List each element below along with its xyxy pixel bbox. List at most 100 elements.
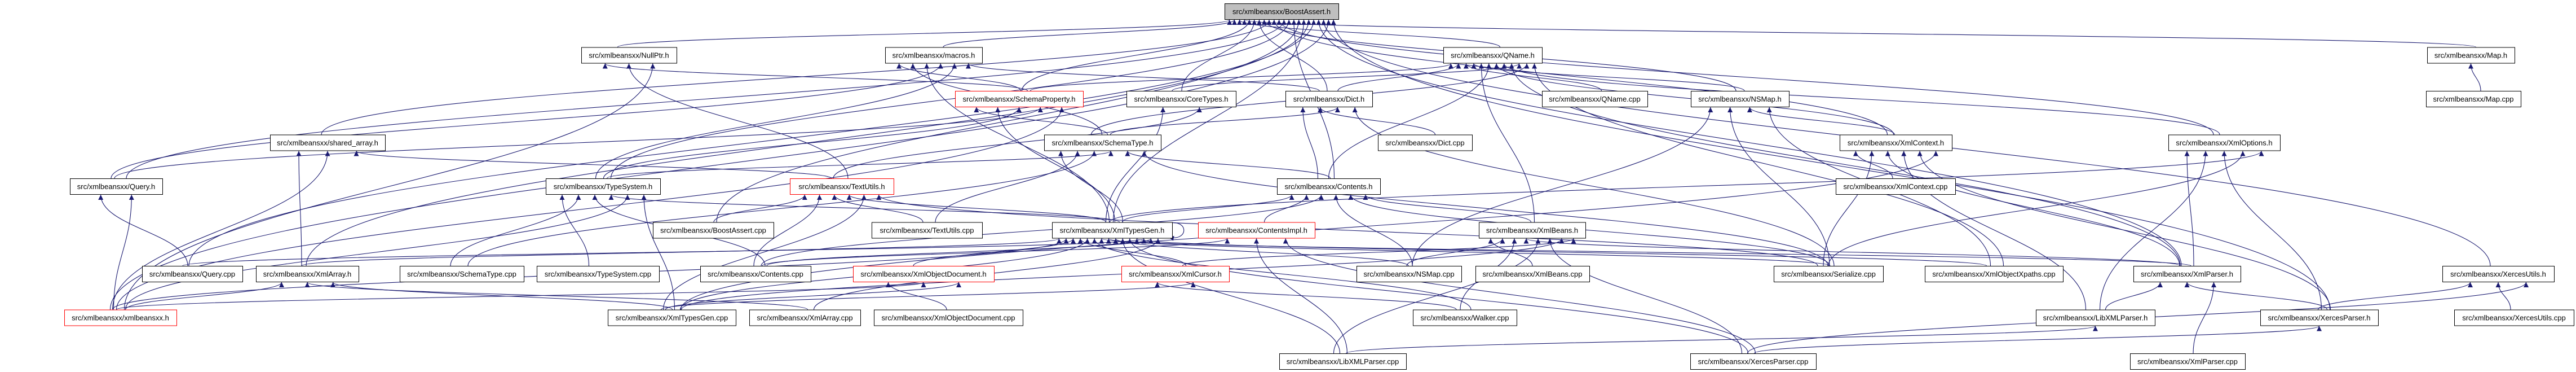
node-map-h[interactable]: src/xmlbeansxx/Map.h [2427, 47, 2515, 64]
node-xmltypesgen-h[interactable]: src/xmlbeansxx/XmlTypesGen.h [1052, 222, 1173, 239]
edge-dict-cpp-to-dict-h [1318, 107, 1436, 135]
edge-contents-h-to-dict-h [1300, 107, 1319, 179]
node-xmlobjectdocument-h[interactable]: src/xmlbeansxx/XmlObjectDocument.h [853, 266, 995, 282]
node-box [1836, 178, 1956, 195]
edge-nsmap-cpp-to-contents-h [1333, 194, 1413, 266]
edge-query-h-to-macros-h [111, 63, 943, 179]
edge-xercesparser-h-to-xercesutils-h [2317, 282, 2473, 310]
edge-contents-cpp-to-textutils-h [753, 194, 823, 266]
node-box [1475, 266, 1590, 282]
node-xercesparser-h[interactable]: src/xmlbeansxx/XercesParser.h [2260, 309, 2379, 326]
node-box [749, 309, 861, 326]
node-label: src/xmlbeansxx/CoreTypes.h [1134, 95, 1229, 103]
node-boostassert-cpp[interactable]: src/xmlbeansxx/BoostAssert.cpp [653, 222, 774, 239]
node-xmlcontext-cpp[interactable]: src/xmlbeansxx/XmlContext.cpp [1836, 178, 1956, 195]
node-xmlbeansxx-h[interactable]: src/xmlbeansxx/xmlbeansxx.h [64, 309, 177, 326]
edge-serialize-cpp-to-schematype-h [1142, 151, 1828, 266]
node-contentsimpl-h[interactable]: src/xmlbeansxx/ContentsImpl.h [1198, 222, 1315, 239]
node-box [546, 178, 661, 195]
edges-layer [98, 19, 2529, 354]
node-label: src/xmlbeansxx/XercesUtils.cpp [2462, 314, 2566, 322]
edge-typesystem-h-to-boostassert-h [610, 19, 1292, 179]
node-shared-array-h[interactable]: src/xmlbeansxx/shared_array.h [270, 134, 386, 151]
node-coretypes-h[interactable]: src/xmlbeansxx/CoreTypes.h [1126, 91, 1236, 107]
node-label: src/xmlbeansxx/TextUtils.h [798, 182, 885, 191]
node-label: src/xmlbeansxx/XmlObjectXpaths.cpp [1932, 270, 2055, 278]
node-xmlparser-h[interactable]: src/xmlbeansxx/XmlParser.h [2133, 266, 2241, 282]
edge-schematype-h-to-dict-h [1110, 107, 1340, 135]
node-macros-h[interactable]: src/xmlbeansxx/macros.h [885, 47, 983, 64]
node-contents-h[interactable]: src/xmlbeansxx/Contents.h [1277, 178, 1381, 195]
node-xmlcontext-h[interactable]: src/xmlbeansxx/XmlContext.h [1840, 134, 1952, 151]
node-typesystem-cpp[interactable]: src/xmlbeansxx/TypeSystem.cpp [537, 266, 660, 282]
node-libxmlparser-cpp[interactable]: src/xmlbeansxx/LibXMLParser.cpp [1279, 353, 1407, 370]
node-nullptr-h[interactable]: src/xmlbeansxx/NullPtr.h [581, 47, 677, 64]
node-label: src/xmlbeansxx/XmlParser.cpp [2137, 357, 2238, 366]
node-box [853, 266, 995, 282]
node-typesystem-h[interactable]: src/xmlbeansxx/TypeSystem.h [546, 178, 661, 195]
node-label: src/xmlbeansxx/XmlBeans.cpp [1482, 270, 1582, 278]
node-textutils-cpp[interactable]: src/xmlbeansxx/TextUtils.cpp [872, 222, 983, 239]
node-schematype-cpp[interactable]: src/xmlbeansxx/SchemaType.cpp [400, 266, 524, 282]
edge-typesystem-cpp-to-typesystem-h [559, 194, 590, 266]
edge-xmlcontext-cpp-to-xmlcontext-h [1853, 151, 1893, 179]
node-nsmap-cpp[interactable]: src/xmlbeansxx/NSMap.cpp [1357, 266, 1462, 282]
node-box [700, 266, 811, 282]
edge-schematype-h-to-schemaproperty-h [974, 107, 1108, 135]
node-xmltypesgen-cpp[interactable]: src/xmlbeansxx/XmlTypesGen.cpp [608, 309, 736, 326]
edge-xmltypesgen-cpp-to-xmlobjectdocument-h [665, 282, 961, 310]
edge-xmlbeansxx-h-to-xmlobjectdocument-h [116, 282, 926, 310]
node-schemaproperty-h[interactable]: src/xmlbeansxx/SchemaProperty.h [955, 91, 1084, 107]
node-label: src/xmlbeansxx/XmlTypesGen.h [1060, 226, 1165, 235]
node-box [537, 266, 660, 282]
node-xmlparser-cpp[interactable]: src/xmlbeansxx/XmlParser.cpp [2130, 353, 2246, 370]
node-map-cpp[interactable]: src/xmlbeansxx/Map.cpp [2426, 91, 2521, 107]
node-xercesparser-cpp[interactable]: src/xmlbeansxx/XercesParser.cpp [1690, 353, 1817, 370]
node-dict-cpp[interactable]: src/xmlbeansxx/Dict.cpp [1378, 134, 1473, 151]
edge-xmlcontext-h-to-boostassert-h [1271, 19, 1888, 135]
node-boostassert-h[interactable]: src/xmlbeansxx/BoostAssert.h [1225, 3, 1339, 20]
node-label: src/xmlbeansxx/TypeSystem.cpp [545, 270, 651, 278]
node-query-cpp[interactable]: src/xmlbeansxx/Query.cpp [142, 266, 243, 282]
edge-textutils-h-to-coretypes-h [833, 107, 1202, 179]
node-box [1413, 309, 1517, 326]
node-label: src/xmlbeansxx/XercesParser.cpp [1698, 357, 1809, 366]
node-serialize-cpp[interactable]: src/xmlbeansxx/Serialize.cpp [1774, 266, 1884, 282]
node-xmlbeans-h[interactable]: src/xmlbeansxx/XmlBeans.h [1479, 222, 1586, 239]
edge-nullptr-h-to-boostassert-h [617, 19, 1232, 47]
node-xmlarray-h[interactable]: src/xmlbeansxx/XmlArray.h [256, 266, 359, 282]
edge-xmlbeans-cpp-to-xmlbeans-h [1488, 238, 1533, 266]
node-xmloptions-h[interactable]: src/xmlbeansxx/XmlOptions.h [2168, 134, 2281, 151]
node-xmlbeans-cpp[interactable]: src/xmlbeansxx/XmlBeans.cpp [1475, 266, 1590, 282]
node-label: src/xmlbeansxx/Map.h [2434, 51, 2507, 60]
node-xmlcursor-h[interactable]: src/xmlbeansxx/XmlCursor.h [1121, 266, 1230, 282]
node-xercesutils-cpp[interactable]: src/xmlbeansxx/XercesUtils.cpp [2454, 309, 2574, 326]
node-box [885, 47, 983, 64]
node-box [64, 309, 177, 326]
node-xmlarray-cpp[interactable]: src/xmlbeansxx/XmlArray.cpp [749, 309, 861, 326]
node-label: src/xmlbeansxx/XmlBeans.h [1486, 226, 1578, 235]
edge-xercesparser-h-to-xmlcontext-h [1917, 151, 2331, 310]
node-box [2260, 309, 2379, 326]
edge-xmltypesgen-h-to-coretypes-h [1105, 107, 1166, 222]
node-textutils-h[interactable]: src/xmlbeansxx/TextUtils.h [790, 178, 894, 195]
edge-query-cpp-to-boostassert-h [188, 19, 1316, 266]
node-qname-cpp[interactable]: src/xmlbeansxx/QName.cpp [1542, 91, 1648, 107]
node-walker-cpp[interactable]: src/xmlbeansxx/Walker.cpp [1413, 309, 1517, 326]
node-xmlobjectxpaths-cpp[interactable]: src/xmlbeansxx/XmlObjectXpaths.cpp [1925, 266, 2064, 282]
node-box [1690, 353, 1817, 370]
node-label: src/xmlbeansxx/XmlParser.h [2141, 270, 2233, 278]
node-xercesutils-h[interactable]: src/xmlbeansxx/XercesUtils.h [2442, 266, 2555, 282]
node-schematype-h[interactable]: src/xmlbeansxx/SchemaType.h [1044, 134, 1161, 151]
node-libxmlparser-h[interactable]: src/xmlbeansxx/LibXMLParser.h [2036, 309, 2155, 326]
node-query-h[interactable]: src/xmlbeansxx/Query.h [70, 178, 163, 195]
node-qname-h[interactable]: src/xmlbeansxx/QName.h [1443, 47, 1543, 64]
node-nsmap-h[interactable]: src/xmlbeansxx/NSMap.h [1691, 91, 1789, 107]
edge-xmlarray-cpp-to-xmlarray-h [304, 282, 808, 310]
edge-serialize-cpp-to-dict-h [1352, 107, 1835, 266]
edge-xmltypesgen-cpp-to-textutils-h [662, 194, 867, 310]
node-contents-cpp[interactable]: src/xmlbeansxx/Contents.cpp [700, 266, 811, 282]
node-xmlobjectdocument-cpp[interactable]: src/xmlbeansxx/XmlObjectDocument.cpp [874, 309, 1023, 326]
node-dict-h[interactable]: src/xmlbeansxx/Dict.h [1285, 91, 1373, 107]
